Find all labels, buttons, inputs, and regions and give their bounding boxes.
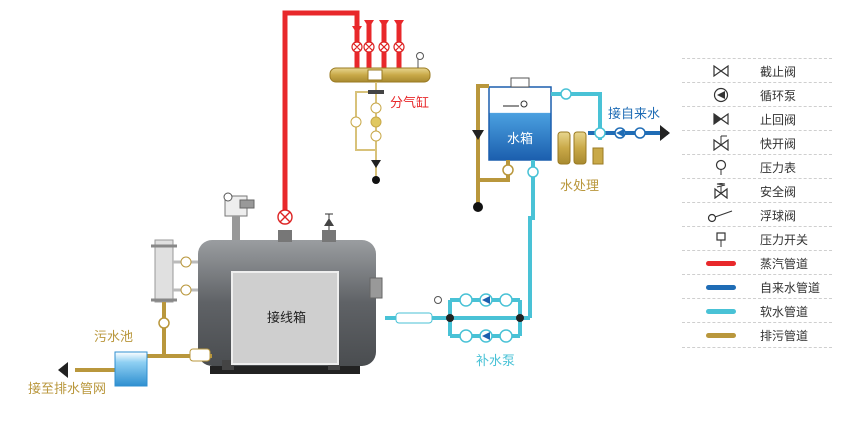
steam-outlet-caps [352, 20, 404, 34]
legend-label: 安全阀 [760, 185, 797, 199]
pressure-gauge-icon [715, 159, 727, 175]
legend-row-pressure-switch: 压力开关 [682, 226, 832, 251]
legend-row-tap-water-pipe: 自来水管道 [682, 274, 832, 299]
legend: 截止阀 循环泵 止回阀 快开阀 压力表 安全阀 浮球阀 压力开关 蒸汽管道 自来… [682, 58, 832, 348]
legend-row-float-valve: 浮球阀 [682, 202, 832, 227]
steam-pipe-bar [706, 261, 736, 266]
legend-row-quick-open-valve: 快开阀 [682, 130, 832, 155]
legend-label: 蒸汽管道 [760, 257, 809, 271]
check-valve-icon [713, 112, 729, 126]
tap-water-label: 接自来水 [608, 106, 660, 122]
pressure-switch-icon [716, 232, 726, 247]
float-valve-icon [707, 210, 733, 223]
legend-label: 压力表 [760, 161, 797, 175]
steam-header-valves [351, 41, 405, 53]
legend-label: 截止阀 [760, 65, 797, 79]
safety-valve-icon [714, 183, 728, 199]
soft-water-pipe-bar [706, 309, 736, 314]
steam-main-valve [277, 209, 293, 225]
legend-row-steam-pipe: 蒸汽管道 [682, 250, 832, 275]
sewage-pool [114, 351, 148, 387]
circulation-pump-icon [713, 87, 729, 103]
makeup-pump-label: 补水泵 [476, 354, 515, 369]
header-drain-line [355, 82, 377, 180]
legend-label: 循环泵 [760, 89, 797, 103]
soft-water-fittings [395, 88, 572, 343]
sewage-valves [58, 317, 211, 378]
water-treatment-units [557, 131, 604, 165]
water-level-gauge [151, 239, 198, 303]
legend-row-check-valve: 止回阀 [682, 106, 832, 131]
tank-drain-fittings [472, 130, 514, 212]
water-tank [488, 77, 552, 161]
water-tank-label: 水箱 [507, 131, 533, 147]
legend-label: 自来水管道 [760, 281, 821, 295]
legend-row-sewage-pipe: 排污管道 [682, 322, 832, 348]
legend-label: 止回阀 [760, 113, 797, 127]
sewage-pool-label: 污水池 [94, 330, 133, 345]
junction-box-label: 接线箱 [267, 310, 306, 326]
legend-label: 压力开关 [760, 233, 809, 247]
legend-label: 快开阀 [760, 137, 797, 151]
water-treatment-label: 水处理 [560, 179, 599, 194]
quick-open-valve-icon [713, 135, 729, 151]
boiler [198, 192, 383, 374]
legend-label: 软水管道 [760, 305, 809, 319]
gate-valve-icon [713, 64, 729, 78]
tap-water-pipe-bar [706, 285, 736, 290]
legend-row-gate-valve: 截止阀 [682, 58, 832, 83]
legend-row-soft-water-pipe: 软水管道 [682, 298, 832, 323]
sewage-pipe-bar [706, 333, 736, 338]
steam-header [329, 52, 431, 83]
legend-label: 排污管道 [760, 329, 809, 343]
legend-row-safety-valve: 安全阀 [682, 178, 832, 203]
steam-header-label: 分气缸 [390, 95, 429, 111]
tap-water-fittings [594, 125, 670, 141]
legend-row-circulation-pump: 循环泵 [682, 82, 832, 107]
legend-row-pressure-gauge: 压力表 [682, 154, 832, 179]
to-drain-label: 接至排水管网 [28, 381, 106, 397]
header-drain-fittings [350, 90, 384, 184]
legend-label: 浮球阀 [760, 209, 797, 223]
